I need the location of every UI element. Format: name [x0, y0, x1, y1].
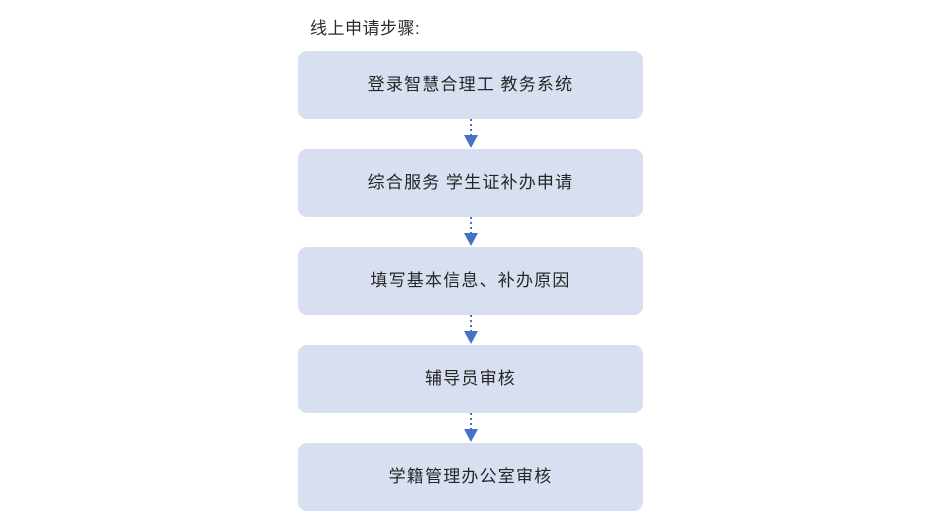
- step-label-3: 填写基本信息、补办原因: [370, 271, 571, 290]
- connector-arrow-2: [298, 217, 643, 247]
- arrowhead-down-icon: [464, 233, 478, 246]
- flow-step-5[interactable]: 学籍管理办公室审核: [298, 443, 643, 511]
- arrowhead-down-icon: [464, 331, 478, 344]
- connector-arrow-3: [298, 315, 643, 345]
- step-label-5: 学籍管理办公室审核: [388, 467, 553, 486]
- step-box-2[interactable]: 综合服务 学生证补办申请: [298, 149, 643, 217]
- step-box-3[interactable]: 填写基本信息、补办原因: [298, 247, 643, 315]
- step-box-4[interactable]: 辅导员审核: [298, 345, 643, 413]
- flowchart-steps-column: 登录智慧合理工 教务系统 综合服务 学生证补办申请 填写基本信息、补办原: [298, 51, 643, 511]
- step-label-4: 辅导员审核: [425, 369, 516, 388]
- flow-step-1[interactable]: 登录智慧合理工 教务系统: [298, 51, 643, 119]
- connector-arrow-4: [298, 413, 643, 443]
- arrowhead-down-icon: [464, 429, 478, 442]
- arrowhead-down-icon: [464, 135, 478, 148]
- page-title: 线上申请步骤:: [310, 19, 421, 38]
- step-box-5[interactable]: 学籍管理办公室审核: [298, 443, 643, 511]
- step-box-1[interactable]: 登录智慧合理工 教务系统: [298, 51, 643, 119]
- connector-arrow-1: [298, 119, 643, 149]
- step-label-1: 登录智慧合理工 教务系统: [367, 75, 574, 94]
- flow-step-2[interactable]: 综合服务 学生证补办申请: [298, 149, 643, 217]
- step-label-2: 综合服务 学生证补办申请: [367, 173, 574, 192]
- flow-step-4[interactable]: 辅导员审核: [298, 345, 643, 413]
- flow-step-3[interactable]: 填写基本信息、补办原因: [298, 247, 643, 315]
